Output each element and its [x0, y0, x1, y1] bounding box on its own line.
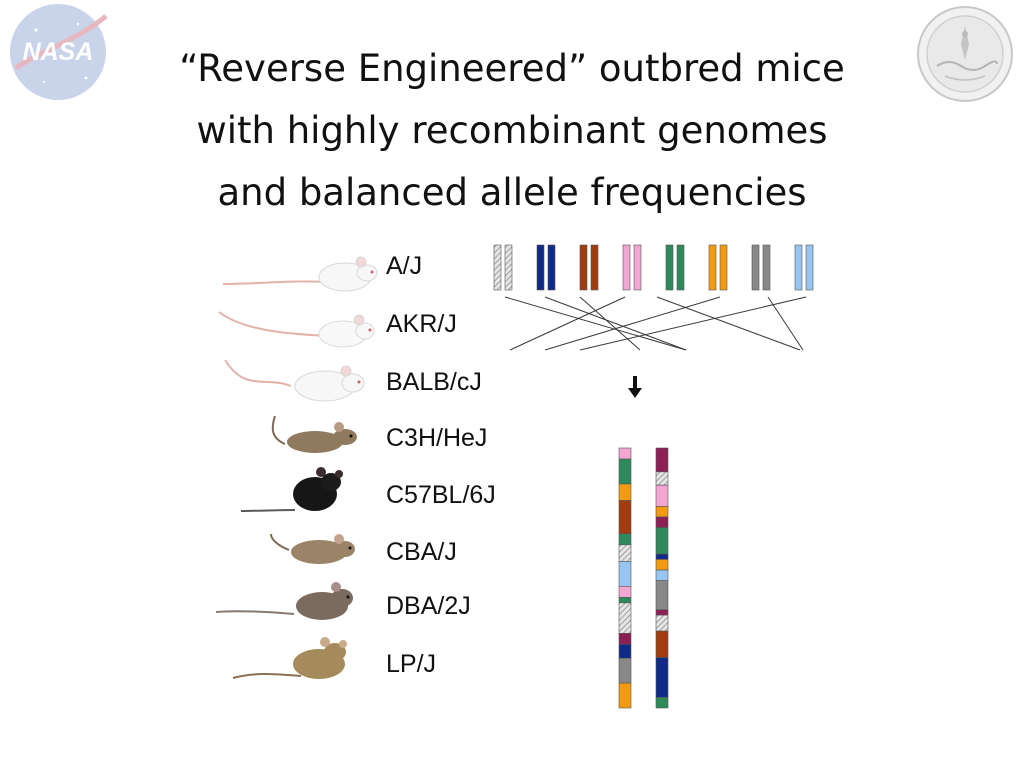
founder-chromosome-light_blue — [795, 245, 802, 290]
chromosome-segment-hatched — [619, 545, 631, 562]
founder-chromosome-rust — [580, 245, 587, 290]
chromosome-segment-navy — [656, 658, 668, 698]
chromosome-segment-gray — [619, 658, 631, 683]
chromosome-segment-hatched — [656, 472, 668, 485]
chromosome-segment-light_blue — [656, 570, 668, 581]
recombinant-chromosome-2 — [656, 448, 668, 708]
chromosome-segment-orange — [656, 506, 668, 517]
chromosome-segment-maroon — [656, 448, 668, 472]
recombinant-chromosome-1 — [619, 448, 631, 708]
founder-chromosome-pink — [634, 245, 641, 290]
chromosome-segment-hatched — [619, 603, 631, 633]
founder-chromosome-pairs — [494, 245, 813, 290]
founder-chromosome-hatched — [505, 245, 512, 290]
founder-chromosome-navy — [548, 245, 555, 290]
chromosome-segment-rust — [619, 501, 631, 534]
founder-chromosome-light_blue — [806, 245, 813, 290]
chromosome-segment-light_blue — [619, 561, 631, 586]
chromosome-segment-hatched — [656, 615, 668, 631]
chromosome-segment-pink — [656, 485, 668, 506]
crossover-lines — [505, 297, 806, 350]
chromosome-segment-rust — [656, 631, 668, 658]
founder-chromosome-rust — [591, 245, 598, 290]
chromosome-segment-green — [619, 534, 631, 545]
founder-chromosome-navy — [537, 245, 544, 290]
chromosome-segment-maroon — [656, 517, 668, 528]
chromosome-segment-green — [619, 459, 631, 484]
founder-chromosome-pink — [623, 245, 630, 290]
chromosome-segment-pink — [619, 448, 631, 459]
chromosome-segment-orange — [619, 683, 631, 708]
chromosome-segment-gray — [656, 581, 668, 610]
founder-chromosome-orange — [709, 245, 716, 290]
founder-chromosome-orange — [720, 245, 727, 290]
chromosome-segment-orange — [656, 559, 668, 570]
founder-chromosome-hatched — [494, 245, 501, 290]
down-arrow-icon — [628, 376, 642, 398]
chromosome-segment-green — [656, 528, 668, 555]
founder-chromosome-green — [677, 245, 684, 290]
chromosome-segment-green — [656, 697, 668, 708]
chromosome-segment-navy — [656, 554, 668, 559]
chromosome-segment-pink — [619, 586, 631, 597]
founder-chromosome-green — [666, 245, 673, 290]
founder-chromosome-gray — [752, 245, 759, 290]
chromosome-segment-maroon — [619, 633, 631, 644]
chromosome-segment-maroon — [656, 610, 668, 615]
chromosome-segment-orange — [619, 484, 631, 501]
founder-chromosome-gray — [763, 245, 770, 290]
chromosome-segment-green — [619, 597, 631, 603]
chromosome-segment-navy — [619, 644, 631, 658]
